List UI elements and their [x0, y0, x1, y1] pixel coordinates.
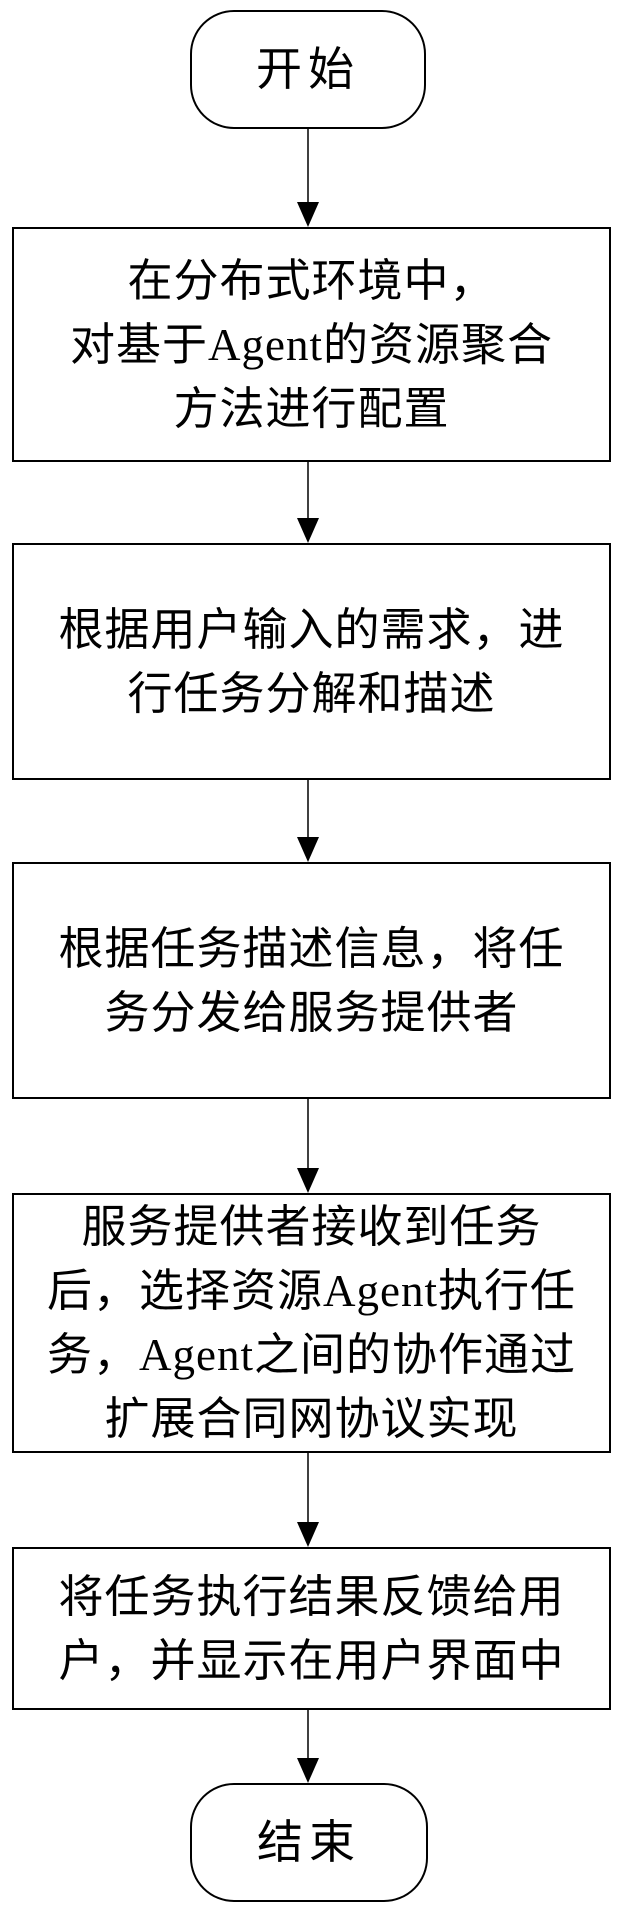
end-node: 结束: [190, 1783, 428, 1902]
step-1-label: 在分布式环境中， 对基于Agent的资源聚合 方法进行配置: [70, 255, 553, 434]
arrowhead-icon: [297, 202, 319, 227]
step-1-box: 在分布式环境中， 对基于Agent的资源聚合 方法进行配置: [12, 227, 611, 462]
step-4-label: 服务提供者接收到任务 后，选择资源Agent执行任 务，Agent之间的协作通过…: [47, 1202, 576, 1444]
arrowhead-icon: [297, 1758, 319, 1783]
step-4-box: 服务提供者接收到任务 后，选择资源Agent执行任 务，Agent之间的协作通过…: [12, 1193, 611, 1453]
step-5-box: 将任务执行结果反馈给用 户，并显示在用户界面中: [12, 1547, 611, 1710]
step-5-label: 将任务执行结果反馈给用 户，并显示在用户界面中: [58, 1571, 565, 1686]
start-label: 开始: [256, 43, 360, 95]
end-label: 结束: [257, 1816, 361, 1868]
step-2-label: 根据用户输入的需求，进 行任务分解和描述: [58, 604, 565, 719]
arrowhead-icon: [297, 837, 319, 862]
step-3-box: 根据任务描述信息，将任 务分发给服务提供者: [12, 862, 611, 1099]
start-node: 开始: [190, 10, 426, 129]
arrowhead-icon: [297, 1522, 319, 1547]
step-3-label: 根据任务描述信息，将任 务分发给服务提供者: [58, 923, 565, 1038]
arrowhead-icon: [297, 1168, 319, 1193]
arrowhead-icon: [297, 518, 319, 543]
step-2-box: 根据用户输入的需求，进 行任务分解和描述: [12, 543, 611, 780]
